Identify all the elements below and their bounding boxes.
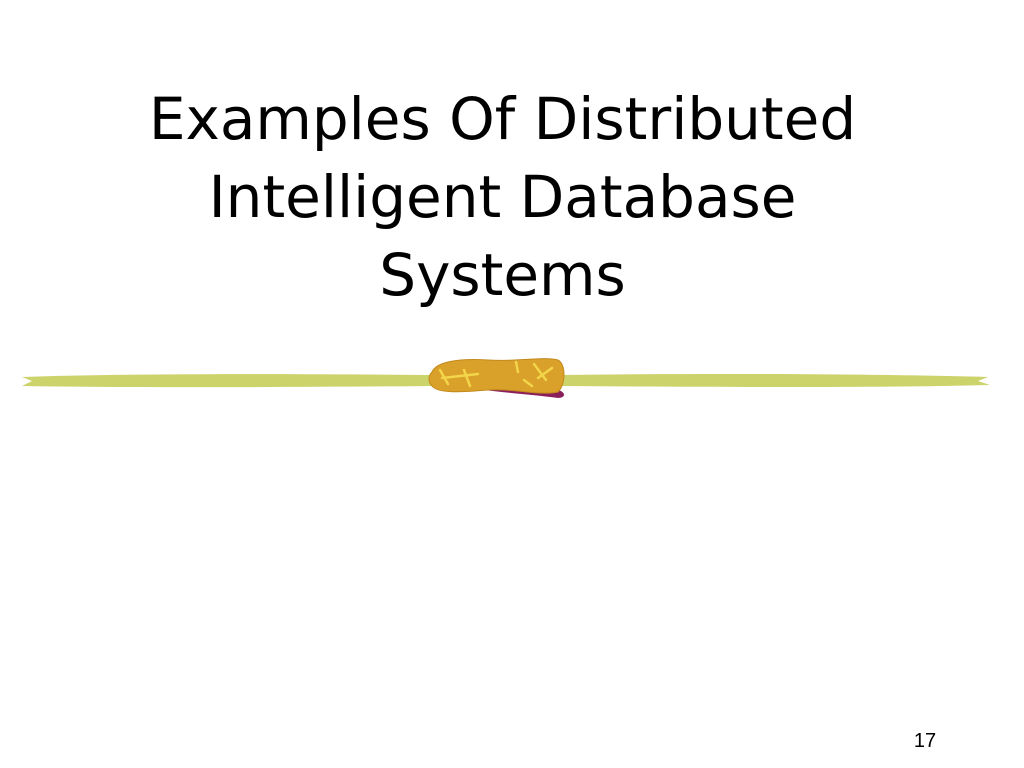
page-number: 17	[913, 730, 937, 752]
title-line-1: Examples Of Distributed	[148, 85, 857, 153]
title-line-3: Systems	[379, 241, 626, 309]
wooden-bead-icon	[428, 358, 565, 394]
slide-title: Examples Of Distributed Intelligent Data…	[100, 80, 905, 314]
rule-stroke	[22, 374, 438, 388]
title-line-2: Intelligent Database	[208, 163, 797, 231]
rule-stroke-right	[558, 373, 990, 387]
decorative-rule-icon	[22, 358, 990, 398]
